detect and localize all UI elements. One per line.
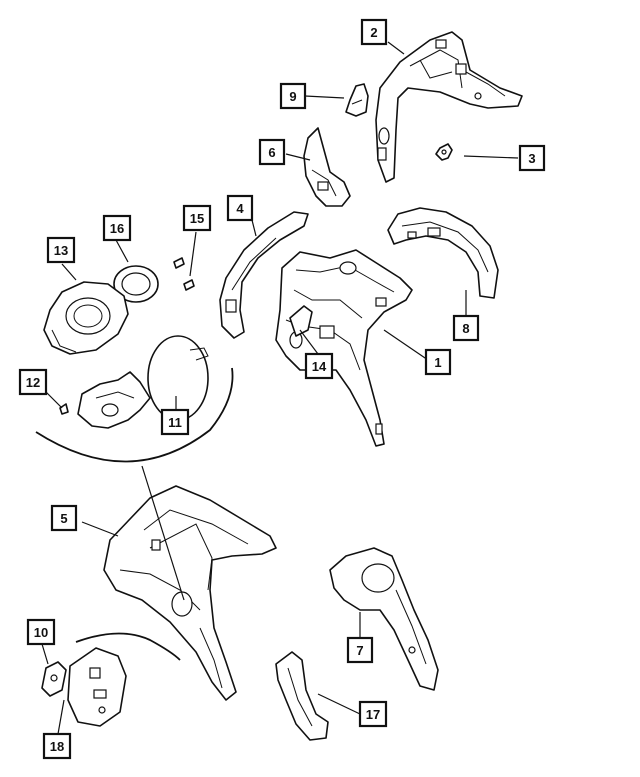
callout-11: 11 [160, 408, 190, 436]
part-12-fastener [59, 403, 69, 415]
callout-13: 13 [46, 236, 76, 264]
part-10-clip [41, 661, 67, 697]
callout-2: 2 [360, 18, 388, 46]
callout-8: 8 [452, 314, 480, 342]
callout-label: 13 [54, 243, 68, 258]
part-17-lower-reinforcement [275, 651, 329, 741]
part-11-fuel-door [147, 335, 209, 421]
leader-lines [41, 41, 519, 735]
callout-label: 10 [34, 625, 48, 640]
callout-15: 15 [182, 204, 212, 232]
callout-label: 3 [528, 151, 535, 166]
callout-label: 5 [60, 511, 67, 526]
part-1-inner-quarter-panel [275, 249, 413, 447]
part-9-bracket [345, 83, 369, 117]
callout-label: 2 [370, 25, 377, 40]
callout-1: 1 [424, 348, 452, 376]
part-3-clip [435, 143, 453, 161]
part-13-filler-housing [43, 281, 129, 355]
callout-label: 16 [110, 221, 124, 236]
callout-16: 16 [102, 214, 132, 242]
callout-6: 6 [258, 138, 286, 166]
callout-9: 9 [279, 82, 307, 110]
callout-label: 17 [366, 707, 380, 722]
part-15-screws [173, 257, 195, 291]
part-16-grommet [113, 265, 159, 303]
part-6-reinforcement [303, 127, 351, 207]
callout-label: 12 [26, 375, 40, 390]
part-5-quarter-panel [103, 485, 277, 701]
callout-label: 15 [190, 211, 204, 226]
callout-7: 7 [346, 636, 374, 664]
part-14-patch [289, 305, 313, 337]
connector-fuel-door-to-panel [141, 465, 185, 601]
callout-3: 3 [518, 144, 546, 172]
callout-label: 7 [356, 643, 363, 658]
callout-label: 1 [434, 355, 441, 370]
part-2-rear-rail-extension [375, 31, 523, 183]
part-7-outer-wheelhouse [329, 547, 439, 691]
part-8-wheelhouse [387, 207, 499, 299]
fuel-door-hinge [77, 371, 151, 429]
callout-18: 18 [42, 732, 72, 760]
callout-17: 17 [358, 700, 388, 728]
callout-label: 4 [236, 201, 244, 216]
callout-14: 14 [304, 352, 334, 380]
callout-label: 11 [168, 415, 182, 430]
callout-label: 18 [50, 739, 64, 754]
callout-label: 8 [462, 321, 469, 336]
part-18-bracket-plate [67, 647, 127, 727]
callout-10: 10 [26, 618, 56, 646]
detail-arc-bracket [75, 632, 181, 661]
callout-12: 12 [18, 368, 48, 396]
callout-label: 14 [312, 359, 327, 374]
detail-arc-filler [35, 367, 234, 463]
callout-4: 4 [226, 194, 254, 222]
callout-label: 6 [268, 145, 275, 160]
callout-label: 9 [289, 89, 296, 104]
callout-5: 5 [50, 504, 78, 532]
part-4-pillar-reinforcement [219, 211, 309, 339]
